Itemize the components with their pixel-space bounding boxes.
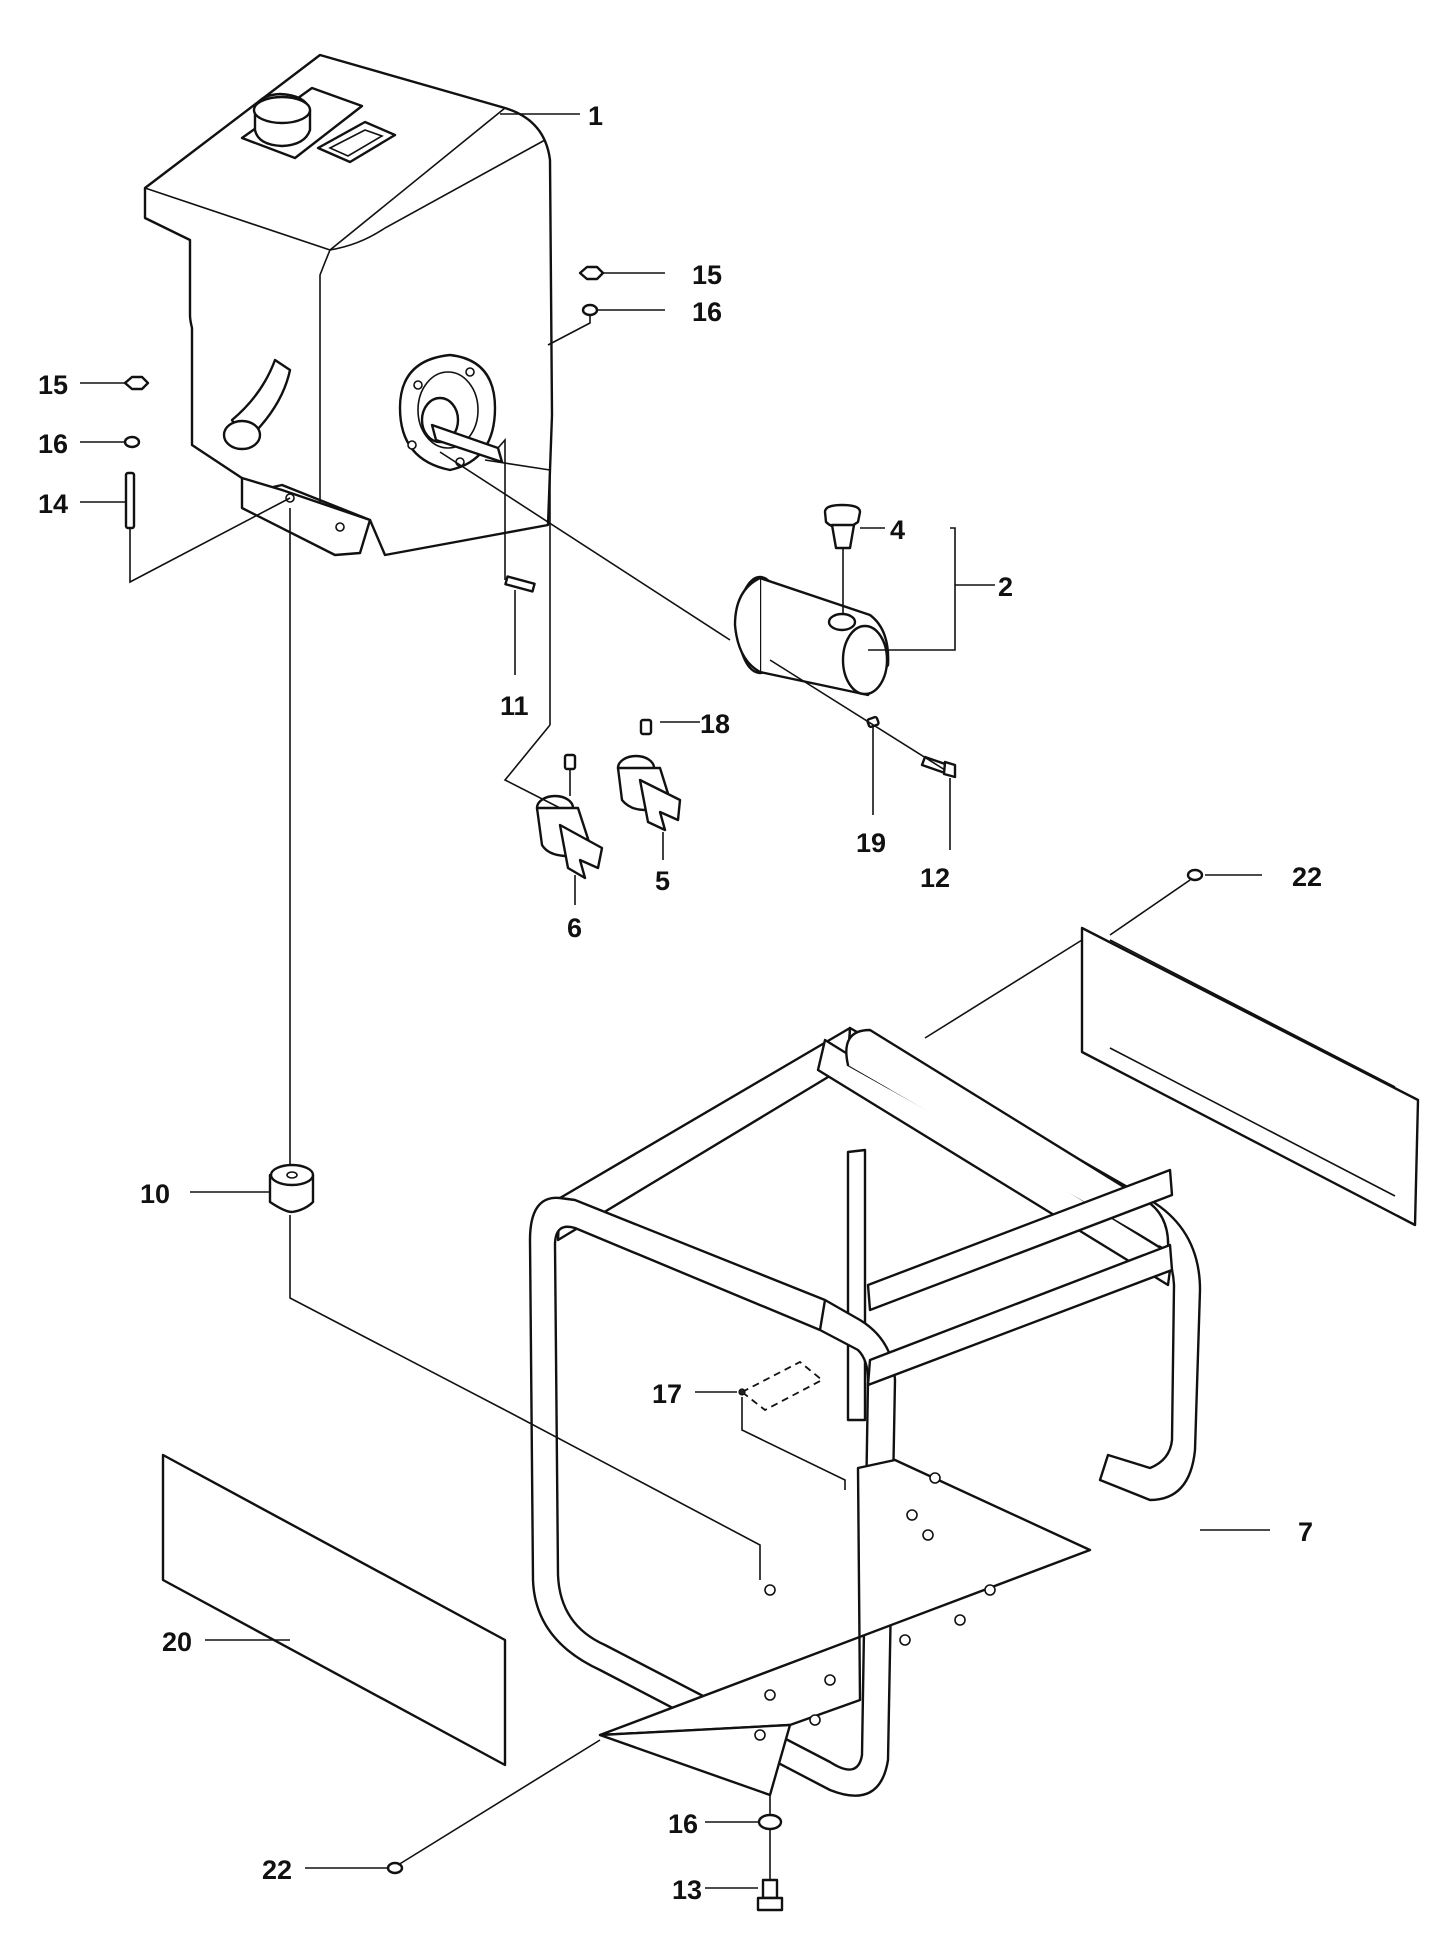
rubber-mount-part <box>268 1163 315 1214</box>
frame-part <box>528 1026 1202 1797</box>
callout-16-right: 16 <box>692 297 722 327</box>
rivet-part-17 <box>738 1388 746 1396</box>
callout-16-bottom: 16 <box>668 1809 698 1839</box>
callout-labels: 1 2 4 5 6 7 10 11 12 13 14 15 15 16 16 1… <box>38 101 1322 1905</box>
bolt-part-12 <box>920 755 957 779</box>
washer-part-16b <box>581 303 599 317</box>
leader-lines <box>80 113 1270 1889</box>
callout-13: 13 <box>672 1875 702 1905</box>
callout-12: 12 <box>920 863 950 893</box>
callout-17: 17 <box>652 1379 682 1409</box>
callout-18: 18 <box>700 709 730 739</box>
washer-part-16a <box>123 435 141 449</box>
callout-11: 11 <box>500 691 529 721</box>
coupling-part-5 <box>616 754 682 832</box>
callout-2: 2 <box>998 572 1013 602</box>
callout-16-left: 16 <box>38 429 68 459</box>
callout-4: 4 <box>890 515 905 545</box>
callout-5: 5 <box>655 866 670 896</box>
stud-part-14 <box>124 471 136 530</box>
side-panel-right <box>1080 926 1420 1227</box>
hidden-plate-outline <box>740 1360 824 1412</box>
callout-14: 14 <box>38 489 68 519</box>
bolt-part-13 <box>756 1878 784 1912</box>
callout-10: 10 <box>140 1179 170 1209</box>
callout-7: 7 <box>1298 1517 1313 1547</box>
screw-part-22a <box>1186 868 1204 882</box>
washer-part-16c <box>757 1813 783 1831</box>
coupling-part-6 <box>535 794 604 880</box>
callout-15-right: 15 <box>692 260 722 290</box>
pump-body-part <box>733 575 890 697</box>
engine-part <box>143 53 554 557</box>
nut-part-15b <box>578 265 605 281</box>
callout-15-left: 15 <box>38 370 68 400</box>
callout-22-top: 22 <box>1292 862 1322 892</box>
callout-19: 19 <box>856 828 886 858</box>
callout-1: 1 <box>588 101 603 131</box>
nut-part-15a <box>123 375 150 391</box>
callout-22-bottom: 22 <box>262 1855 292 1885</box>
side-panel-part-20 <box>161 1453 507 1767</box>
callout-20: 20 <box>162 1627 192 1657</box>
shaft-key-part <box>504 575 536 593</box>
callout-6: 6 <box>567 913 582 943</box>
set-screw-part <box>563 718 653 771</box>
breather-cap-part <box>823 503 862 615</box>
